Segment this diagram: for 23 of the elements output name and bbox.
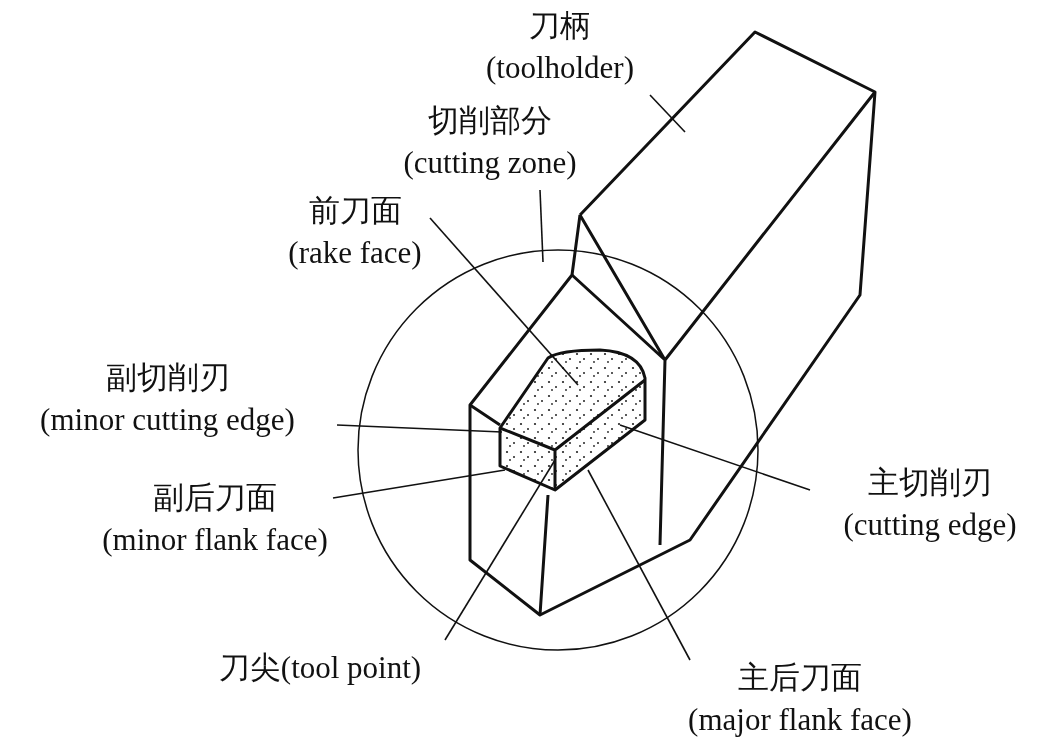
chinese-label: 主切削刃 [867,464,993,502]
english-label: (cutting edge) [842,506,1018,544]
leader-line [429,217,579,386]
english-label: (rake face) [287,234,423,272]
leader-line [587,469,691,661]
english-label: (toolholder) [484,49,636,87]
english-label: (minor flank face) [101,521,329,559]
leader-line [444,459,556,641]
leader-line [539,189,544,263]
leader-line [332,469,506,499]
chinese-label: 切削部分 [427,102,553,140]
chinese-label: 副后刀面 [152,479,278,517]
english-label: (minor cutting edge) [39,401,296,439]
chinese-label: 副切削刃 [104,359,231,397]
chinese-label: 前刀面 [307,192,403,230]
chinese-label: 刀柄 [528,7,592,45]
callout-label: 刀尖(tool point) [217,649,423,687]
english-label: (major flank face) [687,701,913,739]
chinese-label: 主后刀面 [737,659,863,697]
leader-line [619,424,811,491]
english-label: (cutting zone) [402,144,578,182]
leader-line [649,94,686,133]
leader-line [336,424,503,433]
